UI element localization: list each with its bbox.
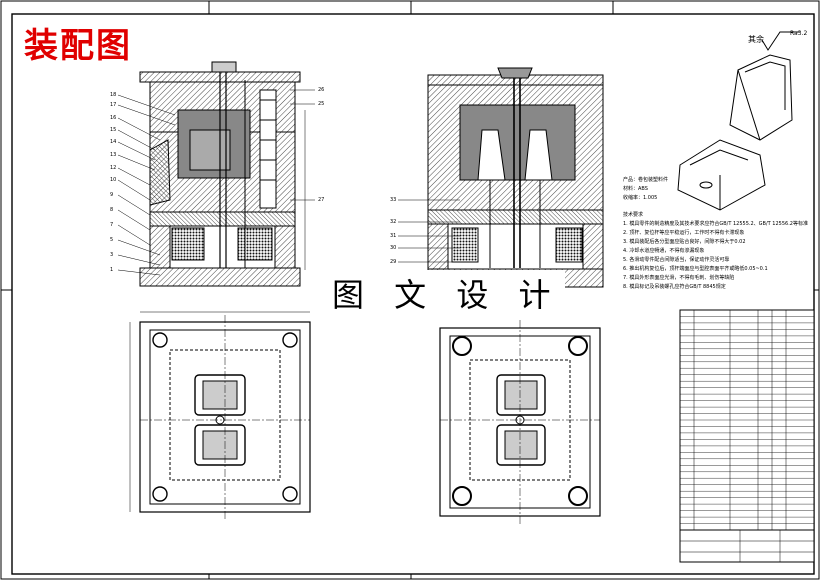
svg-text:3: 3 — [110, 252, 113, 258]
roughness-value: Ra3.2 — [790, 30, 808, 37]
svg-text:15: 15 — [110, 127, 116, 133]
svg-text:16: 16 — [110, 115, 116, 121]
svg-text:10: 10 — [110, 177, 116, 183]
side-section-view: 33 32 31 30 29 — [390, 67, 604, 288]
svg-text:12: 12 — [110, 165, 116, 171]
note-line: 4. 冷却水道应畅通，不得有渗漏现象 — [623, 248, 705, 254]
technical-notes: 产品：卷包装塑料件 材料：ABS 收缩率：1.005 技术要求 1. 模具零件的… — [623, 176, 813, 292]
svg-text:29: 29 — [390, 259, 396, 265]
svg-text:31: 31 — [390, 233, 396, 239]
svg-text:26: 26 — [318, 87, 324, 93]
svg-text:7: 7 — [110, 222, 113, 228]
svg-text:30: 30 — [390, 245, 396, 251]
roughness-label: 其余 Ra3.2 — [748, 30, 807, 45]
svg-text:17: 17 — [110, 102, 116, 108]
note-line: 1. 模具零件的制造精度及其技术要求应符合GB/T 12555.2、GB/T 1… — [623, 221, 808, 227]
svg-text:33: 33 — [390, 197, 396, 203]
plan-view-left — [129, 311, 311, 520]
roughness-text: 其余 — [748, 35, 764, 44]
note-line: 收缩率：1.005 — [623, 195, 658, 201]
plan-view-right — [439, 320, 601, 525]
watermark-text: 图 文 设 计 — [328, 270, 565, 316]
svg-text:25: 25 — [318, 101, 324, 107]
svg-text:32: 32 — [390, 219, 396, 225]
note-line: 7. 模具外形表面应光滑，不得有毛刺、划伤等缺陷 — [623, 275, 735, 281]
product-sketch — [677, 54, 793, 211]
note-line: 产品：卷包装塑料件 — [623, 177, 669, 183]
svg-text:18: 18 — [110, 92, 116, 98]
note-line: 6. 推出机构复位后，顶杆端面应与型腔表面平齐或略低0.05~0.1 — [623, 266, 768, 272]
main-section-view: 18 17 16 15 14 13 12 10 9 8 7 5 3 1 26 25 27 — [110, 61, 324, 287]
svg-text:1: 1 — [110, 267, 113, 273]
drawing-title: 装配图 — [24, 26, 132, 66]
note-line: 8. 模具标记及吊装螺孔应符合GB/T 8845规定 — [623, 284, 726, 290]
bom-table — [679, 309, 815, 563]
svg-text:27: 27 — [318, 197, 324, 203]
svg-text:13: 13 — [110, 152, 116, 158]
roughness-symbol — [761, 31, 800, 51]
svg-text:8: 8 — [110, 207, 113, 213]
svg-text:14: 14 — [110, 139, 116, 145]
svg-text:9: 9 — [110, 192, 113, 198]
drawing-frame — [11, 13, 815, 575]
svg-text:5: 5 — [110, 237, 113, 243]
note-line: 5. 各滑动零件配合间隙适当，保证动作灵活可靠 — [623, 257, 730, 263]
note-line: 3. 模具装配后各分型面应贴合良好，间隙不得大于0.02 — [623, 239, 746, 245]
note-line: 材料：ABS — [623, 186, 648, 192]
note-line: 2. 顶杆、复位杆等应平稳运行，工作时不得有卡滞现象 — [623, 230, 745, 236]
note-heading: 技术要求 — [623, 212, 644, 218]
